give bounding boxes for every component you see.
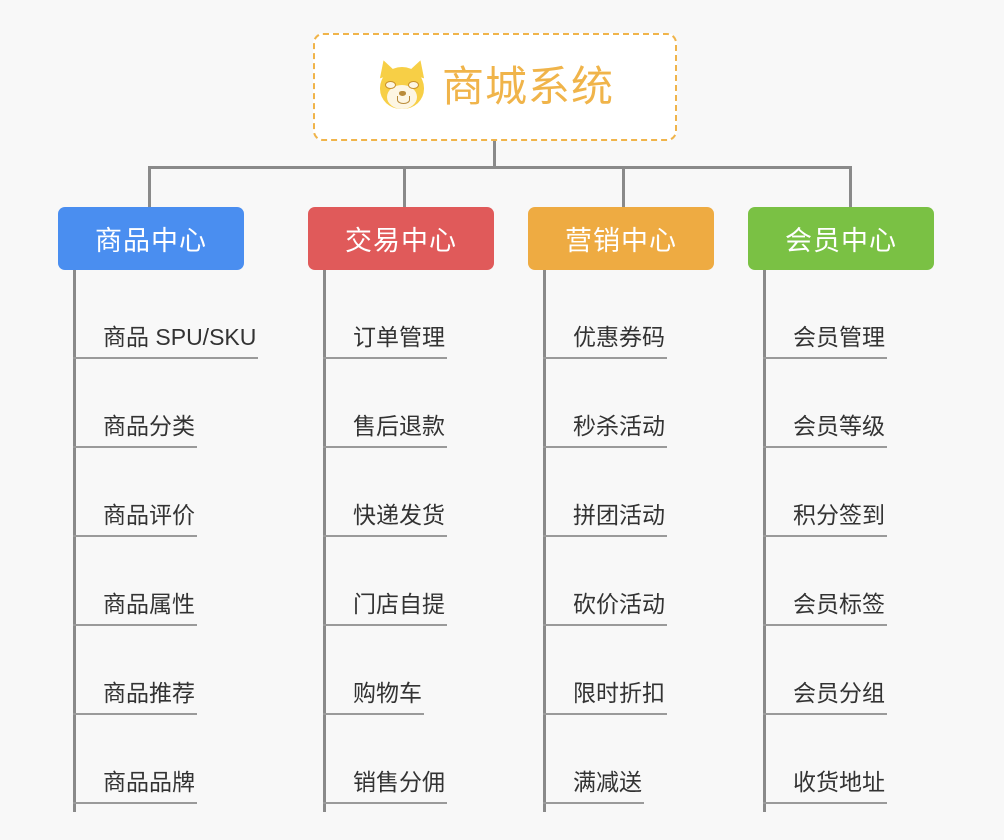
branch-spine [763,270,766,812]
connector-drop-4 [849,166,852,207]
branch-item[interactable]: 拼团活动 [543,448,667,537]
branch-item[interactable]: 售后退款 [323,359,447,448]
branch-header[interactable]: 会员中心 [748,207,934,270]
branch-item[interactable]: 会员等级 [763,359,887,448]
branch-item-label: 订单管理 [323,324,447,359]
branch-column: 会员中心会员管理会员等级积分签到会员标签会员分组收货地址 [748,207,934,812]
branch-column: 营销中心优惠券码秒杀活动拼团活动砍价活动限时折扣满减送 [528,207,714,812]
branch-item[interactable]: 限时折扣 [543,626,667,715]
branch-item[interactable]: 商品品牌 [73,715,197,804]
branch-item-label: 优惠券码 [543,324,667,359]
dog-face-icon [374,57,430,113]
branch-item-label: 限时折扣 [543,680,667,715]
branch-item[interactable]: 商品推荐 [73,626,197,715]
branch-item[interactable]: 商品 SPU/SKU [73,270,259,359]
branch-item[interactable]: 砍价活动 [543,537,667,626]
branch-item[interactable]: 优惠券码 [543,270,667,359]
branch-spine [323,270,326,812]
branch-item-label: 商品评价 [73,502,197,537]
branch-item[interactable]: 购物车 [323,626,424,715]
branch-item-label: 售后退款 [323,413,447,448]
branch-spine [543,270,546,812]
branch-item-list: 商品 SPU/SKU 商品分类商品评价商品属性商品推荐商品品牌 [58,270,259,804]
branch-item[interactable]: 快递发货 [323,448,447,537]
branch-item-label: 满减送 [543,769,644,804]
branch-item[interactable]: 订单管理 [323,270,447,359]
branch-item-label: 购物车 [323,680,424,715]
branch-item-label: 快递发货 [323,502,447,537]
branch-item[interactable]: 秒杀活动 [543,359,667,448]
branch-item-label: 拼团活动 [543,502,667,537]
branch-item[interactable]: 积分签到 [763,448,887,537]
branch-item-label: 商品分类 [73,413,197,448]
branch-item-label: 销售分佣 [323,769,447,804]
branch-header[interactable]: 商品中心 [58,207,244,270]
branch-item-list: 订单管理售后退款快递发货门店自提购物车销售分佣 [308,270,494,804]
branch-column: 商品中心商品 SPU/SKU 商品分类商品评价商品属性商品推荐商品品牌 [58,207,259,812]
branch-item[interactable]: 会员管理 [763,270,887,359]
connector-drop-3 [622,166,625,207]
branch-item-label: 商品 SPU/SKU [73,324,259,359]
branch-item-label: 会员分组 [763,680,887,715]
branch-column: 交易中心订单管理售后退款快递发货门店自提购物车销售分佣 [308,207,494,812]
branch-item-label: 会员标签 [763,591,887,626]
branch-item-label: 砍价活动 [543,591,667,626]
branch-item[interactable]: 销售分佣 [323,715,447,804]
branch-item-label: 会员管理 [763,324,887,359]
branch-item[interactable]: 商品评价 [73,448,197,537]
root-node[interactable]: 商城系统 [313,33,677,141]
root-title: 商城系统 [441,63,614,110]
branch-item[interactable]: 满减送 [543,715,644,804]
branch-item[interactable]: 会员标签 [763,537,887,626]
connector-root-stem [493,141,496,169]
branch-spine [73,270,76,812]
branch-item[interactable]: 会员分组 [763,626,887,715]
branch-item-label: 商品推荐 [73,680,197,715]
branch-item-label: 积分签到 [763,502,887,537]
branch-header[interactable]: 营销中心 [528,207,714,270]
branch-item[interactable]: 商品属性 [73,537,197,626]
branch-item-label: 商品属性 [73,591,197,626]
branch-item-list: 优惠券码秒杀活动拼团活动砍价活动限时折扣满减送 [528,270,714,804]
branch-item-list: 会员管理会员等级积分签到会员标签会员分组收货地址 [748,270,934,804]
branch-item[interactable]: 门店自提 [323,537,447,626]
branch-item-label: 门店自提 [323,591,447,626]
branch-item[interactable]: 商品分类 [73,359,197,448]
branch-item-label: 秒杀活动 [543,413,667,448]
branch-item-label: 收货地址 [763,769,887,804]
branch-item-label: 会员等级 [763,413,887,448]
connector-drop-1 [148,166,151,207]
connector-horizontal-bus [148,166,851,169]
branch-header[interactable]: 交易中心 [308,207,494,270]
branch-item-label: 商品品牌 [73,769,197,804]
branch-item[interactable]: 收货地址 [763,715,887,804]
connector-drop-2 [403,166,406,207]
